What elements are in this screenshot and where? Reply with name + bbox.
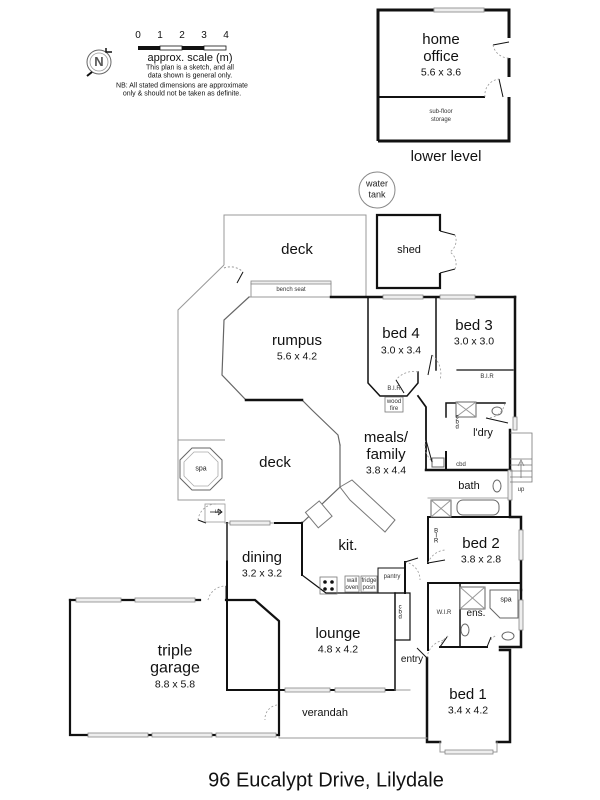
wood-fire-label-2: fire [389,405,399,412]
wood-fire-label-1: wood [386,398,402,405]
dining-dims: 3.2 x 3.2 [241,567,283,580]
deck-up-label: up [214,508,222,515]
home-office-label-2: office [423,48,459,66]
bed2-dims: 3.8 x 2.8 [460,553,502,566]
lower-level-caption: lower level [410,148,482,166]
deck-top-label: deck [281,241,313,259]
meals-label-2: family [366,446,406,464]
deck-outline [177,214,367,501]
garage-dims: 8.8 x 5.8 [154,678,196,691]
bathroom-fixtures [430,401,519,641]
scale-tick-3: 3 [201,29,207,41]
scale-tick-1: 1 [157,29,163,41]
entry-label: entry [400,653,424,665]
wood-fire [384,396,404,413]
water-tank-label-1: water [365,178,389,189]
deck-spa-label: spa [195,465,207,473]
bench-seat-label: bench seat [276,286,306,293]
windows [75,294,524,755]
fridge-label-2: posn [362,584,376,591]
deck-spa-shape [179,447,223,491]
bed2-label: bed 2 [462,535,500,553]
kitchen-island [304,479,396,533]
pantry-label: pantry [383,573,401,580]
rumpus-dims: 5.6 x 4.2 [276,350,318,363]
main-walls [68,295,523,753]
lounge-label: lounge [315,625,361,643]
bed4-bir-label: B.I.R [387,385,401,392]
scale-bar [138,45,227,51]
stairs [510,432,533,483]
bed4-label: bed 4 [382,325,420,343]
laundry-label: l'dry [473,427,493,440]
rumpus-label: rumpus [271,332,323,350]
door-leaves [197,354,509,659]
laundry-cbd-label: cbd [454,414,461,430]
scale-tick-4: 4 [223,29,229,41]
compass-north-label: N [94,54,104,70]
scale-caption: approx. scale (m) [147,52,233,65]
bath-label: bath [458,480,480,493]
sub-floor-label-2: storage [430,116,452,123]
home-office-dims: 5.6 x 3.6 [420,66,462,79]
scale-tick-2: 2 [179,29,185,41]
water-tank-label-2: tank [368,189,386,200]
bed3-label: bed 3 [455,317,493,335]
ensuite-label: ens. [466,607,486,619]
bed4-dims: 3.0 x 3.4 [380,344,422,357]
small-cbd-label: cbd [456,461,466,468]
meals-dims: 3.8 x 4.4 [365,464,407,477]
note-line-1: This plan is a sketch, and all [146,64,234,72]
water-tank-shape [358,171,396,209]
note-line-4: only & should not be taken as definite. [122,90,242,98]
bed3-dims: 3.0 x 3.0 [453,335,495,348]
shed-label: shed [397,244,421,257]
cooktop-icon [323,580,334,591]
meals-label-1: meals/ [363,429,409,447]
dining-label: dining [241,549,283,567]
bed1-label: bed 1 [449,686,487,704]
wall-oven-label-1: wall [346,577,358,584]
fridge-label-1: fridge [361,577,377,584]
stairs-up-label: up [517,486,525,493]
sub-floor-label-1: sub-floor [429,108,453,115]
up-arrow-icon [210,508,223,516]
bed1-dims: 3.4 x 4.2 [447,704,489,717]
lower-level-outline [376,7,511,143]
lounge-dims: 4.8 x 4.2 [317,643,359,656]
note-line-2: data shown is general only. [147,72,233,80]
bed3-bir-label: B.I.R [480,373,494,380]
bed2-bir-label: BIR [433,528,440,544]
kitchen-label: kit. [338,537,358,555]
property-address-title: 96 Eucalypt Drive, Lilydale [208,769,444,792]
deck-mid-label: deck [259,454,291,472]
entry-cbd-label: cbd [397,604,404,620]
garage-label-2: garage [150,659,200,677]
verandah-label: verandah [302,707,348,720]
garage-label-1: triple [157,642,193,660]
scale-tick-0: 0 [135,29,141,41]
shed-outline [375,213,457,290]
ensuite-spa-label: spa [500,596,512,604]
home-office-label-1: home [422,31,460,49]
compass-icon [86,48,112,77]
wall-oven-label-2: oven [345,584,359,591]
wir-label: W.I.R [436,609,452,616]
note-line-3: NB: All stated dimensions are approximat… [116,82,248,90]
